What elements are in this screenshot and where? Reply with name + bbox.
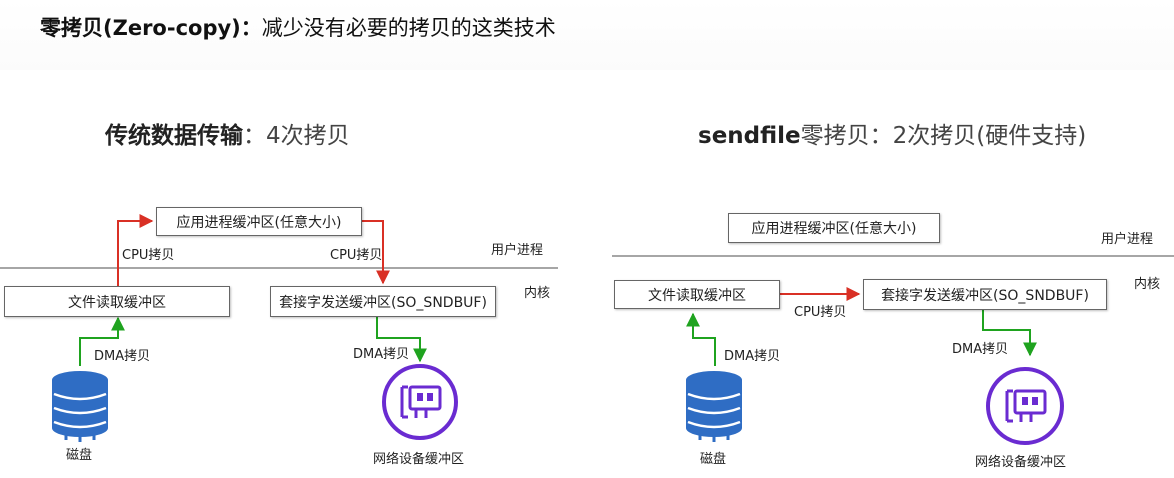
left-section-title: 传统数据传输：4次拷贝 <box>105 116 350 150</box>
main-heading: 零拷贝(Zero-copy)：减少没有必要的拷贝的这类技术 <box>40 12 556 42</box>
right-dma-out-arrow <box>982 310 1037 357</box>
left-cpu-copy-down-label: CPU拷贝 <box>330 248 383 263</box>
left-disk-caption: 磁盘 <box>66 448 93 463</box>
right-section-title: sendfile零拷贝：2次拷贝(硬件支持) <box>698 116 1086 150</box>
left-dma-out-label: DMA拷贝 <box>353 347 410 362</box>
left-title-strong: 传统数据传输 <box>105 123 243 149</box>
left-file-buffer-label: 文件读取缓冲区 <box>68 294 166 311</box>
right-dma-in-label: DMA拷贝 <box>724 349 781 364</box>
left-user-buffer-box: 应用进程缓冲区(任意大小) <box>156 207 362 236</box>
right-title-rest: 零拷贝：2次拷贝(硬件支持) <box>800 123 1087 149</box>
left-dma-in-label: DMA拷贝 <box>94 349 151 364</box>
right-title-strong: sendfile <box>698 123 801 149</box>
right-user-space-label: 用户进程 <box>1101 232 1154 247</box>
left-cpu-copy-up-label: CPU拷贝 <box>122 248 175 263</box>
left-nic-icon <box>382 364 458 440</box>
right-file-buffer-label: 文件读取缓冲区 <box>648 287 746 304</box>
right-nic-caption: 网络设备缓冲区 <box>975 455 1067 470</box>
left-nic-caption: 网络设备缓冲区 <box>373 452 465 467</box>
left-dma-out-arrow <box>376 317 427 363</box>
left-disk-icon <box>52 371 108 442</box>
left-file-buffer-box: 文件读取缓冲区 <box>4 286 230 317</box>
right-dma-out-label: DMA拷贝 <box>952 342 1009 357</box>
left-dma-in-arrow <box>79 316 125 366</box>
left-title-rest: ：4次拷贝 <box>243 123 350 149</box>
right-nic-icon <box>986 367 1064 445</box>
main-heading-strong: 零拷贝(Zero-copy)： <box>40 16 262 40</box>
left-socket-buffer-label: 套接字发送缓冲区(SO_SNDBUF) <box>279 294 487 311</box>
left-user-buffer-label: 应用进程缓冲区(任意大小) <box>176 214 342 231</box>
left-user-space-label: 用户进程 <box>491 243 544 258</box>
left-cpu-copy-up-arrow <box>117 214 154 286</box>
right-kernel-label: 内核 <box>1134 277 1161 292</box>
left-socket-buffer-box: 套接字发送缓冲区(SO_SNDBUF) <box>270 286 496 317</box>
right-user-buffer-box: 应用进程缓冲区(任意大小) <box>728 213 940 243</box>
right-cpu-copy-label: CPU拷贝 <box>794 305 847 320</box>
left-kernel-label: 内核 <box>524 286 551 301</box>
right-file-buffer-box: 文件读取缓冲区 <box>614 280 780 309</box>
right-user-buffer-label: 应用进程缓冲区(任意大小) <box>751 221 917 237</box>
right-socket-buffer-box: 套接字发送缓冲区(SO_SNDBUF) <box>863 279 1107 310</box>
right-disk-icon <box>686 371 742 442</box>
right-disk-caption: 磁盘 <box>700 452 727 467</box>
header-band <box>0 0 1174 70</box>
left-cpu-copy-down-arrow <box>362 220 390 285</box>
main-heading-rest: 减少没有必要的拷贝的这类技术 <box>261 16 556 40</box>
right-socket-buffer-label: 套接字发送缓冲区(SO_SNDBUF) <box>881 287 1089 304</box>
right-dma-in-arrow <box>686 312 716 366</box>
